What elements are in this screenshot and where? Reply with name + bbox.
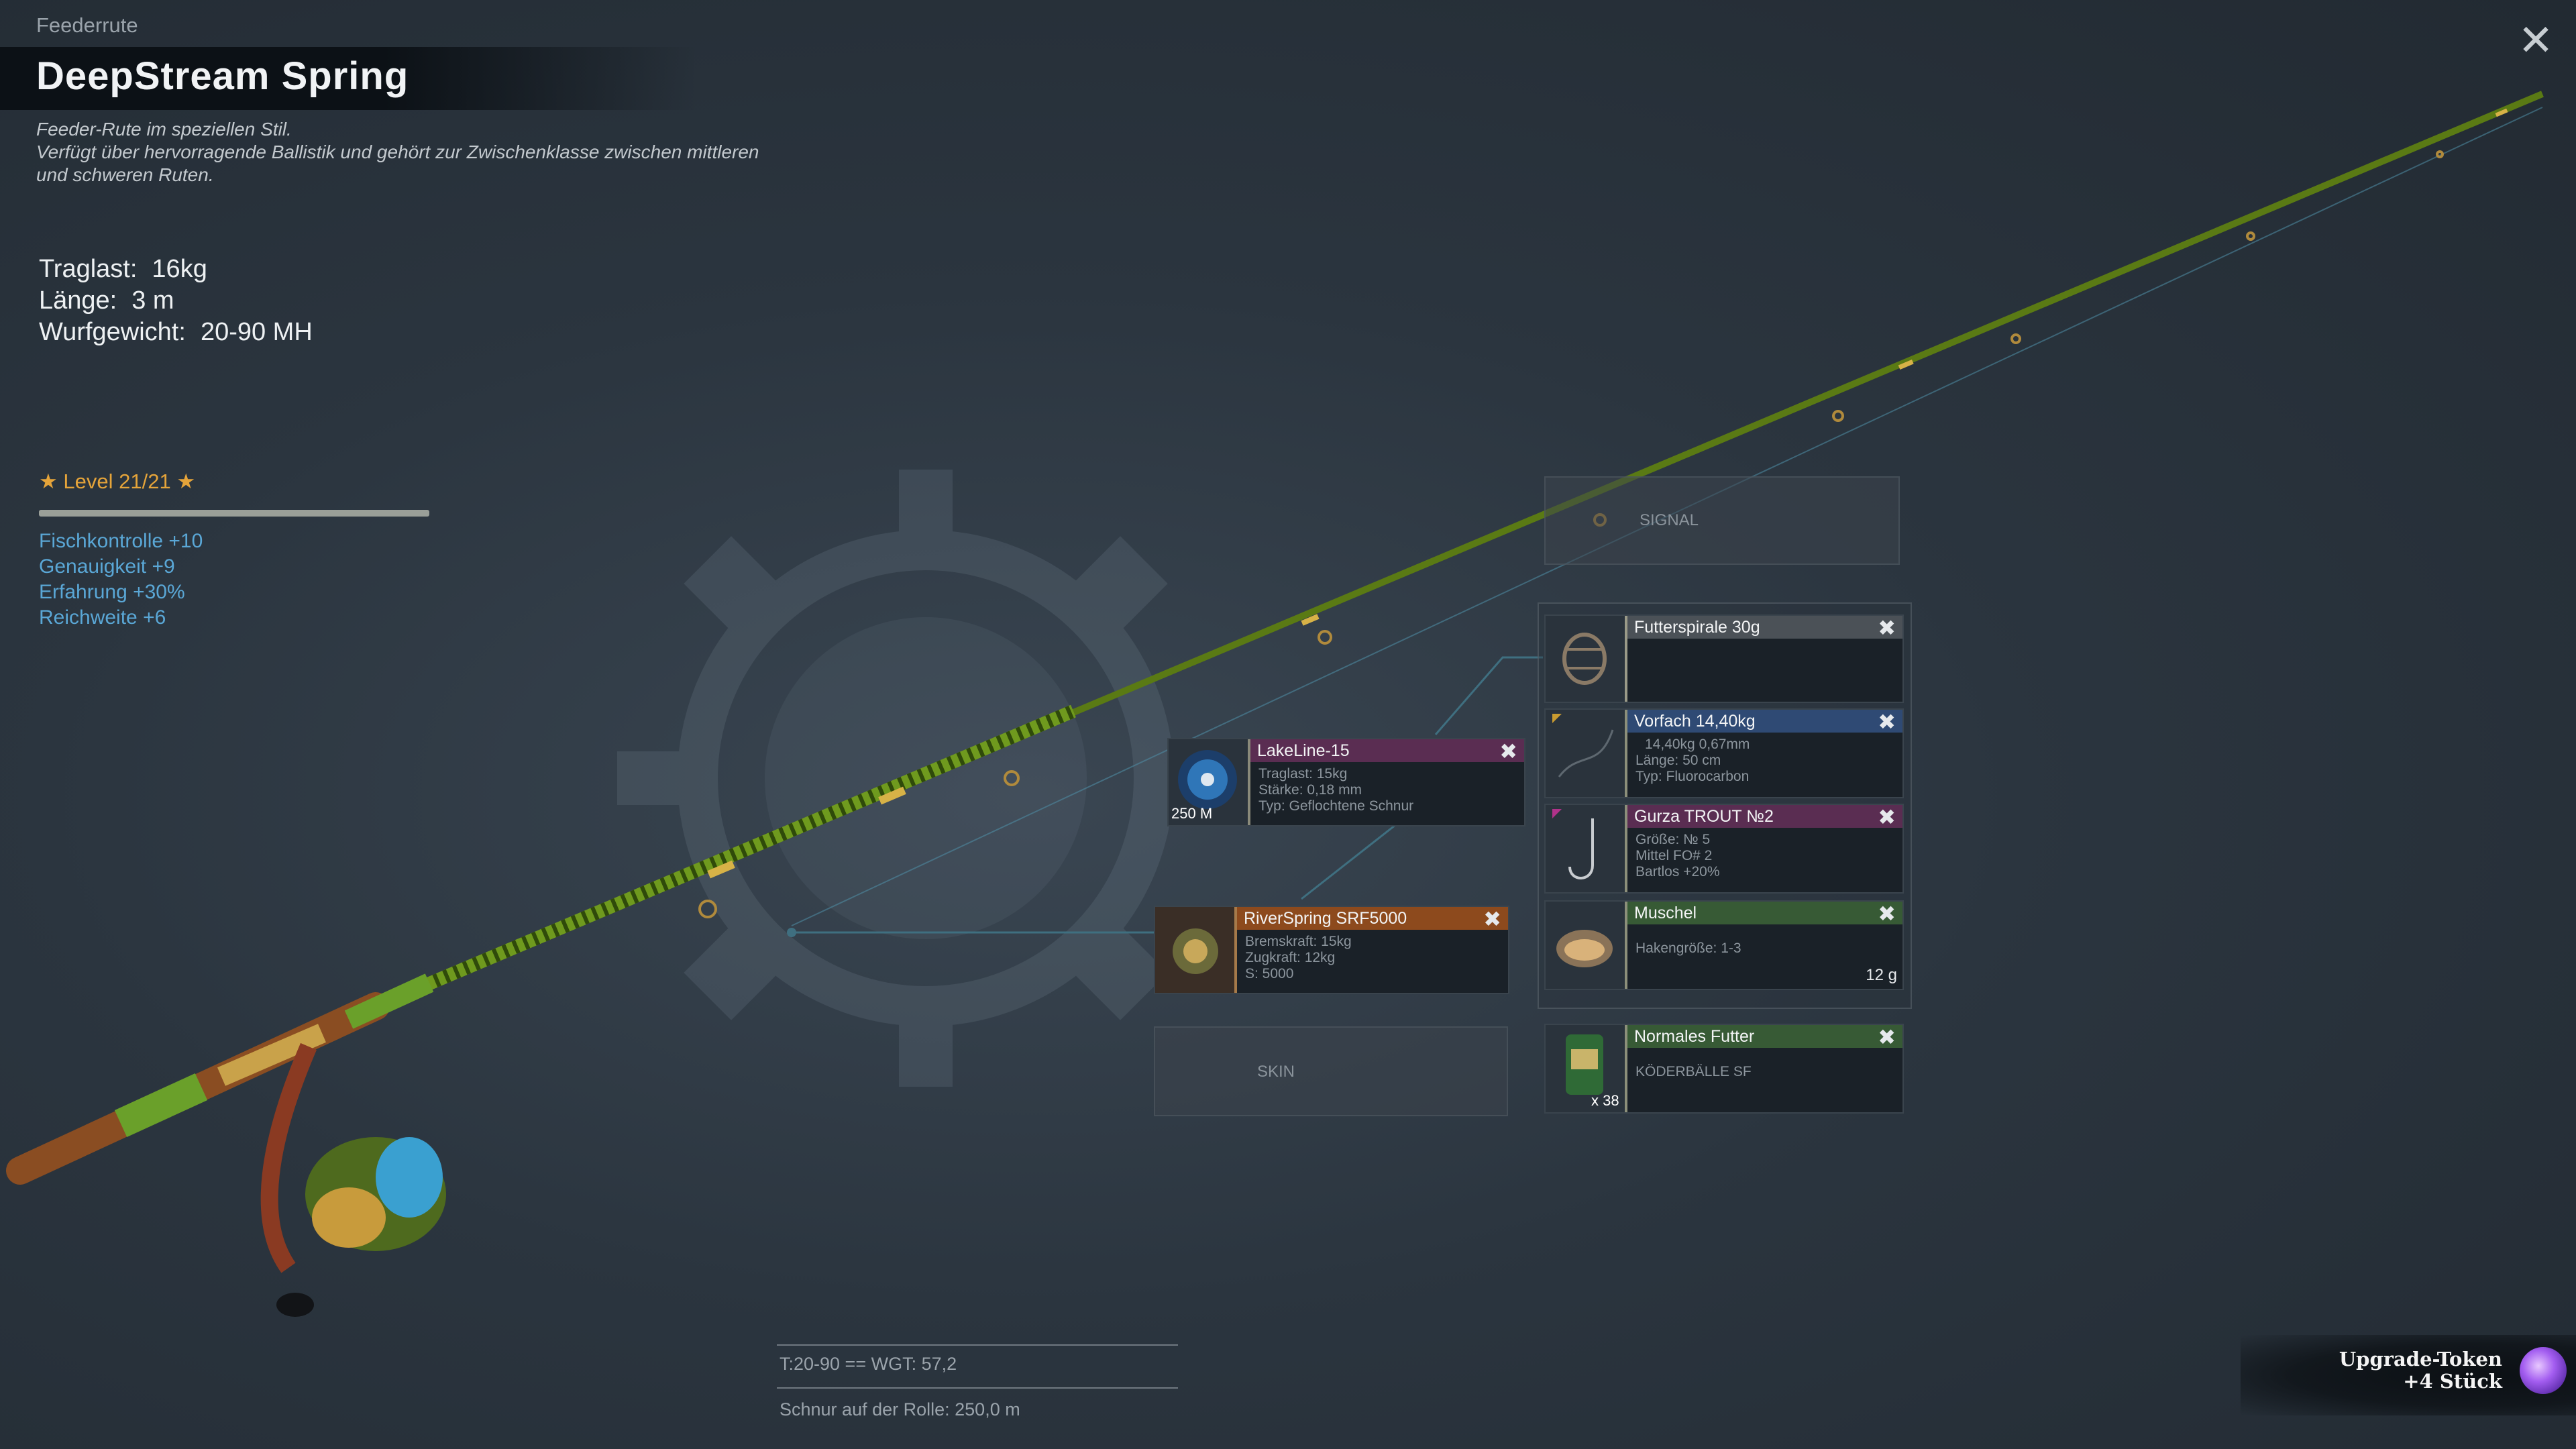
groundbait-details: KÖDERBÄLLE SF (1635, 1064, 1752, 1080)
feeder-slot[interactable]: Futterspirale 30g ✖ (1544, 614, 1904, 703)
stat-label: Traglast: (39, 255, 138, 283)
reel-thumb-icon (1173, 928, 1218, 974)
leader-name: Vorfach 14,40kg (1627, 710, 1902, 733)
detail-line: Mittel FO# 2 (1635, 848, 1713, 863)
feeder-name: Futterspirale 30g (1627, 616, 1902, 639)
description-line: Verfügt über hervorragende Ballistik und… (36, 142, 759, 162)
line-details: Traglast: 15kg Stärke: 0,18 mm Typ: Gefl… (1258, 766, 1413, 814)
groundbait-count-badge: x 38 (1591, 1092, 1619, 1109)
detail-line: Stärke: 0,18 mm (1258, 782, 1362, 798)
item-category: Feederrute (36, 13, 138, 37)
remove-leader-icon[interactable]: ✖ (1878, 710, 1896, 734)
signal-slot-label: SIGNAL (1640, 511, 1699, 529)
info-divider-bottom (777, 1387, 1178, 1389)
detail-line: Hakengröße: 1-3 (1635, 941, 1741, 956)
bonus-item: Fischkontrolle +10 (39, 530, 203, 552)
upgrade-token-count: +4 Stück (2403, 1370, 2502, 1393)
remove-hook-icon[interactable]: ✖ (1878, 805, 1896, 829)
remove-groundbait-icon[interactable]: ✖ (1878, 1025, 1896, 1049)
line-name: LakeLine-15 (1250, 739, 1524, 762)
feeder-spiral-icon (1562, 633, 1607, 685)
leader-icon (1546, 710, 1627, 797)
stat-value: 16kg (152, 255, 207, 283)
bonus-item: Reichweite +6 (39, 606, 166, 629)
detail-line: Zugkraft: 12kg (1245, 950, 1336, 965)
stat-length: Länge: 3 m (39, 285, 327, 317)
bonus-item: Genauigkeit +9 (39, 555, 175, 578)
remove-line-icon[interactable]: ✖ (1499, 739, 1517, 763)
line-spool-icon: 250 M (1169, 739, 1250, 825)
description-line: Feeder-Rute im speziellen Stil. (36, 119, 292, 140)
upgrade-token-icon[interactable] (2520, 1347, 2567, 1394)
close-icon[interactable]: ✕ (2518, 16, 2554, 64)
tackle-weight-info: T:20-90 == WGT: 57,2 (780, 1354, 957, 1374)
description-line: und schweren Ruten. (36, 164, 214, 185)
signal-slot[interactable]: SIGNAL (1544, 476, 1900, 565)
stat-value: 3 m (131, 286, 174, 315)
detail-line: Bartlos +20% (1635, 864, 1720, 879)
hook-name: Gurza TROUT №2 (1627, 805, 1902, 828)
bait-details: Hakengröße: 1-3 (1635, 941, 1741, 957)
reel-name: RiverSpring SRF5000 (1237, 907, 1508, 930)
stat-cast-weight: Wurfgewicht: 20-90 MH (39, 317, 327, 348)
detail-line: S: 5000 (1245, 966, 1294, 981)
line-slot[interactable]: 250 M LakeLine-15 ✖ Traglast: 15kg Stärk… (1167, 738, 1525, 826)
hook-icon (1546, 805, 1627, 892)
detail-line: Typ: Geflochtene Schnur (1258, 798, 1414, 814)
stat-label: Wurfgewicht: (39, 318, 186, 346)
detail-line: KÖDERBÄLLE SF (1635, 1064, 1752, 1079)
hook-slot[interactable]: Gurza TROUT №2 ✖ Größe: № 5 Mittel FO# 2… (1544, 804, 1904, 894)
bait-icon (1546, 902, 1627, 989)
leader-line-icon (1552, 714, 1614, 777)
level-label: ★ Level 21/21 ★ (39, 470, 196, 493)
fish-hook-icon (1552, 809, 1594, 879)
item-description: Feeder-Rute im speziellen Stil. Verfügt … (36, 118, 788, 186)
item-title: DeepStream Spring (36, 54, 409, 98)
groundbait-slot[interactable]: x 38 Normales Futter ✖ KÖDERBÄLLE SF (1544, 1024, 1904, 1114)
detail-line: Größe: № 5 (1635, 832, 1711, 847)
hook-details: Größe: № 5 Mittel FO# 2 Bartlos +20% (1635, 832, 1720, 880)
leader-details: 14,40kg 0,67mm Länge: 50 cm Typ: Fluoroc… (1635, 737, 1750, 785)
upgrade-token-label[interactable]: Upgrade-Token +4 Stück (2339, 1348, 2502, 1393)
mussel-icon (1556, 930, 1613, 967)
reel-details: Bremskraft: 15kg Zugkraft: 12kg S: 5000 (1245, 934, 1352, 982)
line-on-reel-info: Schnur auf der Rolle: 250,0 m (780, 1399, 1020, 1419)
bonus-list: Fischkontrolle +10 Genauigkeit +9 Erfahr… (39, 529, 203, 631)
title-bar (0, 47, 698, 110)
detail-line: Länge: 50 cm (1635, 753, 1721, 768)
bonus-item: Erfahrung +30% (39, 581, 185, 603)
bait-quantity: 12 g (1866, 966, 1897, 984)
level-progress-bar (39, 510, 429, 517)
remove-reel-icon[interactable]: ✖ (1483, 907, 1501, 931)
groundbait-icon: x 38 (1546, 1025, 1627, 1112)
groundbait-name: Normales Futter (1627, 1025, 1902, 1048)
info-divider-top (777, 1344, 1178, 1346)
remove-bait-icon[interactable]: ✖ (1878, 902, 1896, 926)
skin-slot[interactable]: SKIN (1154, 1026, 1508, 1116)
spool-icon (1178, 750, 1237, 809)
stat-label: Länge: (39, 286, 117, 315)
stat-value: 20-90 MH (200, 318, 313, 346)
bait-name: Muschel (1627, 902, 1902, 924)
upgrade-token-title: Upgrade-Token (2339, 1348, 2502, 1371)
skin-slot-label: SKIN (1257, 1063, 1295, 1081)
remove-feeder-icon[interactable]: ✖ (1878, 616, 1896, 640)
leader-slot[interactable]: Vorfach 14,40kg ✖ 14,40kg 0,67mm Länge: … (1544, 708, 1904, 798)
detail-line: 14,40kg 0,67mm (1645, 737, 1750, 752)
reel-slot[interactable]: RiverSpring SRF5000 ✖ Bremskraft: 15kg Z… (1154, 906, 1509, 994)
feeder-icon (1546, 616, 1627, 702)
bait-slot[interactable]: Muschel ✖ Hakengröße: 1-3 12 g (1544, 900, 1904, 990)
stat-load: Traglast: 16kg (39, 254, 327, 285)
groundbait-bag-icon (1566, 1034, 1603, 1095)
reel-icon (1155, 907, 1237, 993)
detail-line: Typ: Fluorocarbon (1635, 769, 1750, 784)
stats-list: Traglast: 16kg Länge: 3 m Wurfgewicht: 20-9… (39, 254, 327, 348)
line-length-badge: 250 M (1171, 805, 1213, 822)
detail-line: Bremskraft: 15kg (1245, 934, 1352, 949)
detail-line: Traglast: 15kg (1258, 766, 1348, 782)
